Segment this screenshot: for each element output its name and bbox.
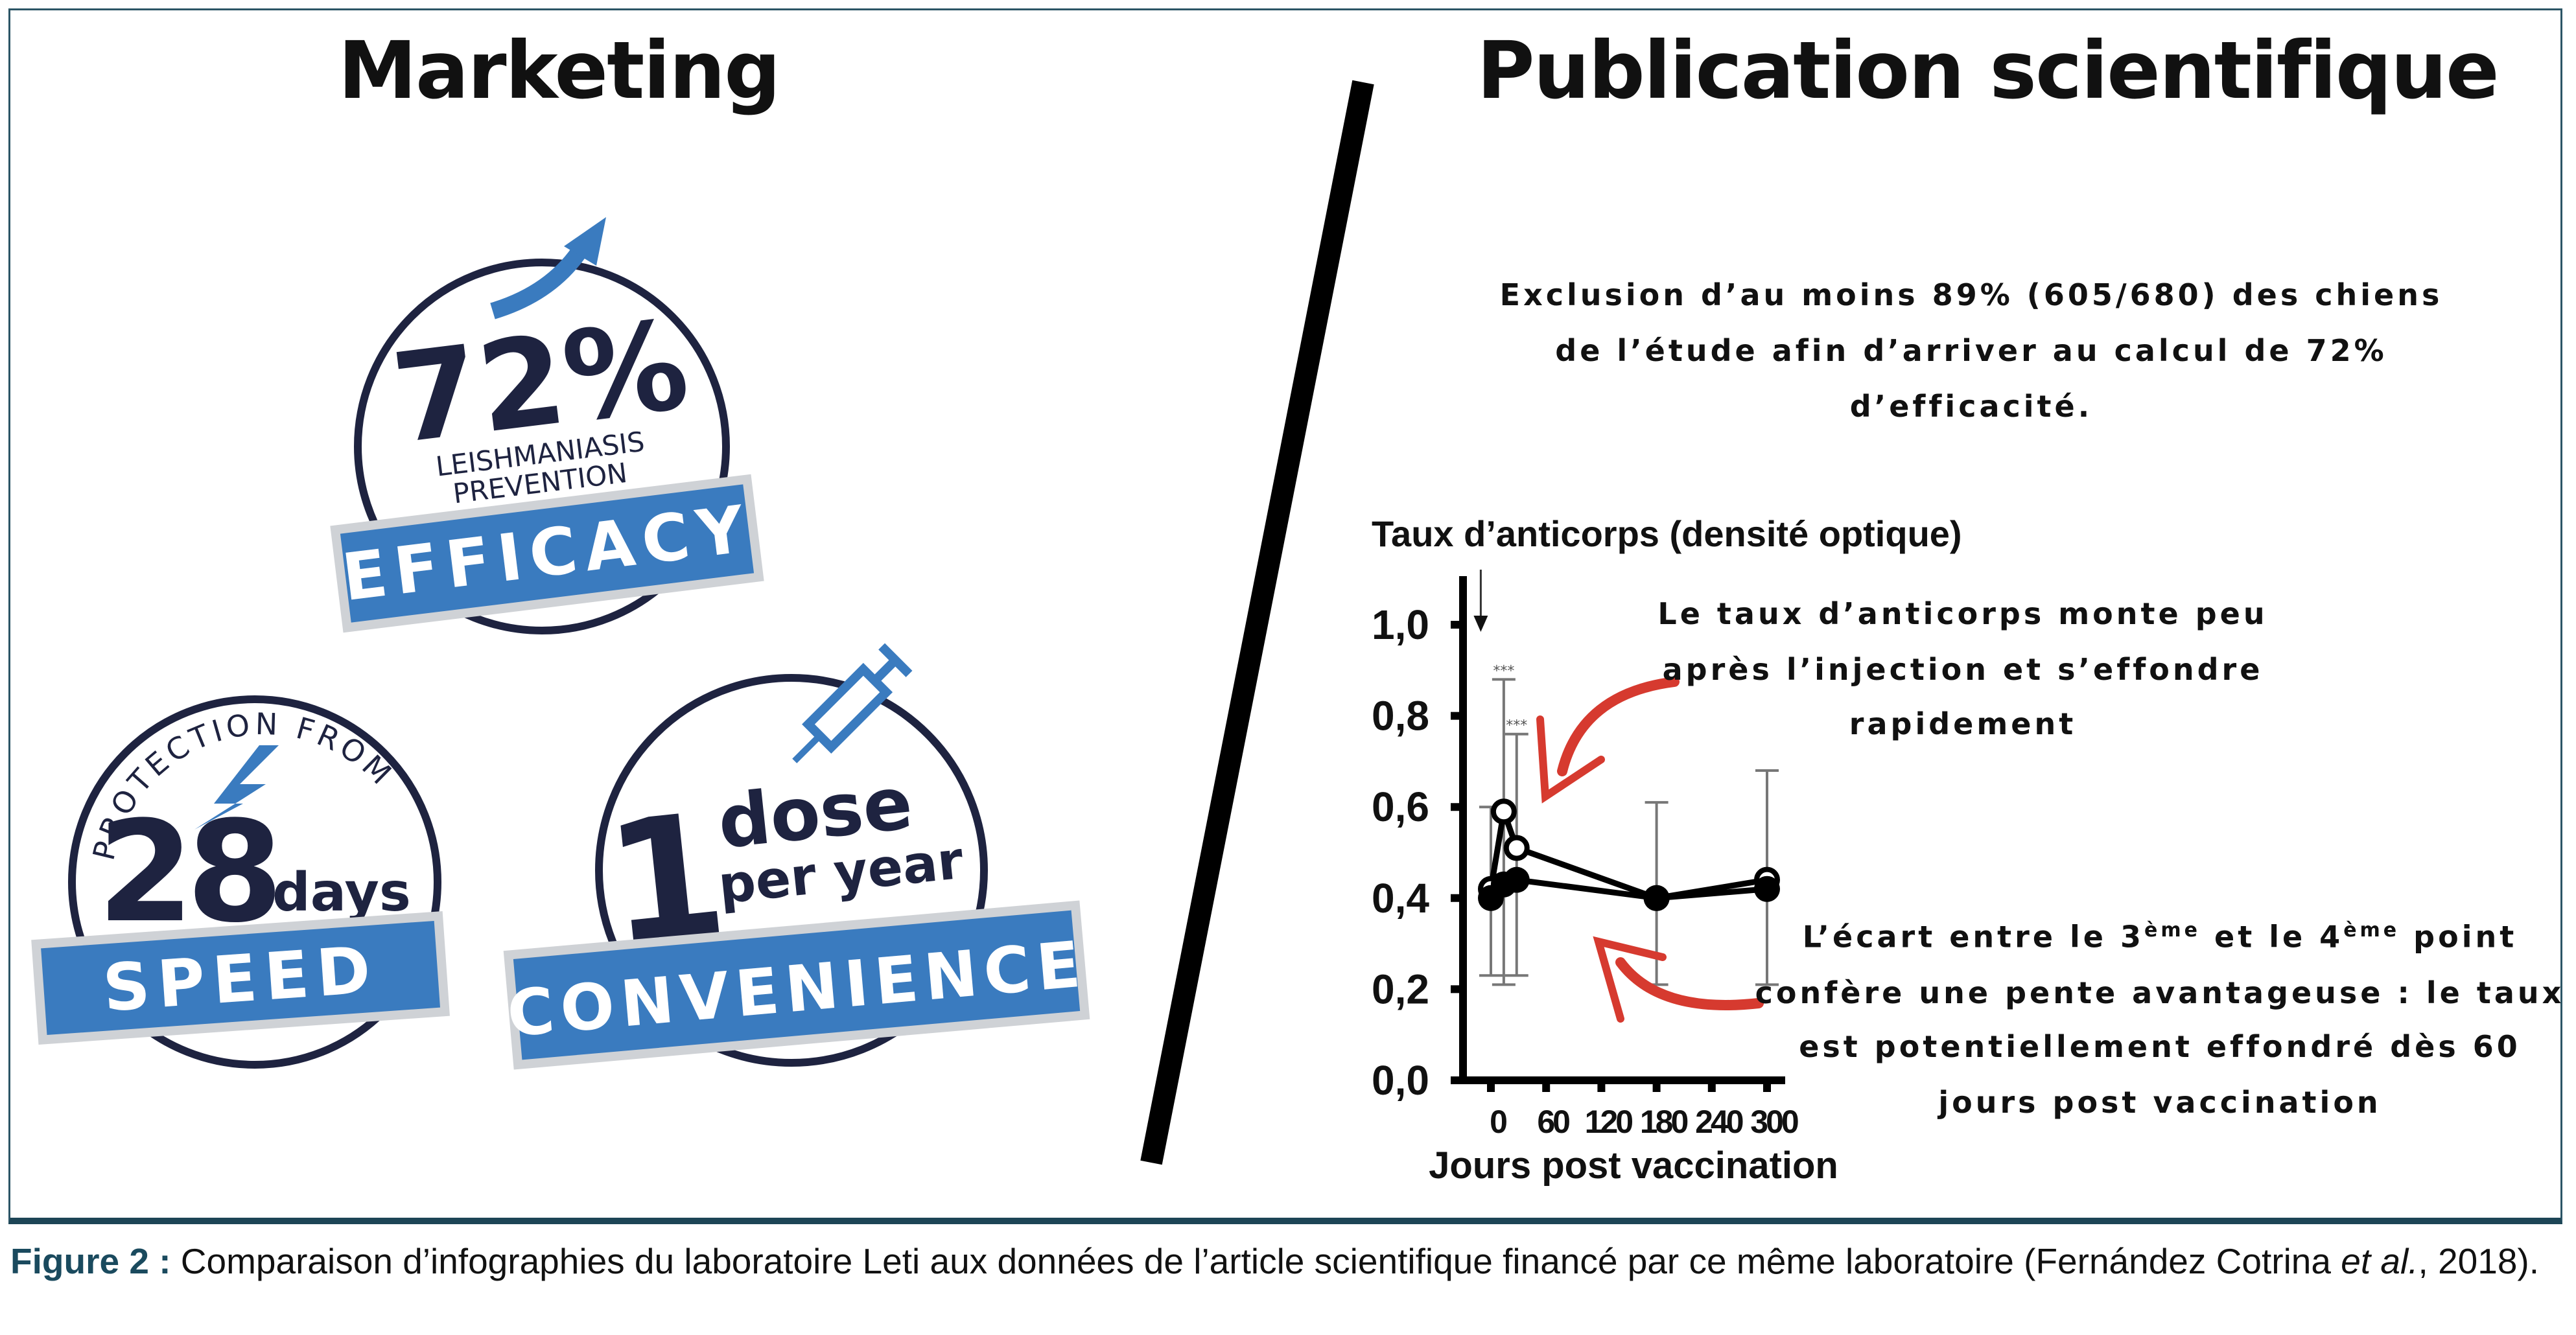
efficacy-value: 72% (386, 293, 696, 471)
rise-note-line2: après l’injection et s’effondre (1662, 652, 2264, 687)
gap-note-line4: jours post vaccination (1938, 1085, 2382, 1120)
data-point-open (1503, 835, 1530, 861)
y-tick-label: 0,6 (1372, 784, 1429, 830)
exclusion-note-line2: de l’étude afin d’arriver au calcul de 7… (1555, 333, 2387, 368)
efficacy-badge: 72% LEISHMANIASIS PREVENTION EFFICACY (330, 217, 764, 634)
x-tick-label: 240 (1695, 1104, 1743, 1140)
speed-banner (31, 911, 450, 1045)
data-point-filled (1643, 885, 1670, 911)
y-tick-label: 0,2 (1372, 966, 1429, 1012)
figure-frame (8, 8, 2562, 1224)
antibody-chart: Taux d’anticorps (densité optique) Jours… (1372, 513, 1962, 1187)
y-tick-label: 0,0 (1372, 1057, 1429, 1104)
x-tick-label: 120 (1585, 1104, 1633, 1140)
lightning-icon (194, 745, 279, 830)
significance-label: *** (1506, 718, 1527, 734)
y-tick-label: 0,8 (1372, 693, 1429, 739)
speed-unit: days (272, 862, 411, 923)
rise-note-line3: rapidement (1849, 706, 2077, 741)
chart-title: Taux d’anticorps (densité optique) (1372, 513, 1962, 554)
gap-sup: ème (2343, 919, 2400, 942)
caption-text-end: , 2018). (2418, 1241, 2540, 1281)
convenience-banner (503, 900, 1090, 1070)
gap-text: et le 4 (2200, 919, 2344, 955)
trend-arrow-icon (490, 217, 606, 319)
caption-text: Comparaison d’infographies du laboratoir… (170, 1241, 2341, 1281)
x-tick-label: 300 (1750, 1104, 1798, 1140)
exclusion-note-line3: d’efficacité. (1849, 389, 2093, 424)
x-tick-label: 60 (1537, 1104, 1569, 1140)
figure-caption: Figure 2 : Comparaison d’infographies du… (10, 1235, 2568, 1287)
caption-etal: et al. (2341, 1241, 2418, 1281)
speed-badge: PROTECTION FROM 28 days SPEED (31, 695, 450, 1069)
gap-text: L’écart entre le 3 (1802, 919, 2145, 955)
syringe-icon (792, 643, 913, 763)
data-point-filled (1503, 866, 1530, 893)
data-point-filled (1754, 876, 1780, 902)
red-arrow-rise (1536, 677, 1680, 804)
gap-text: point (2400, 919, 2518, 955)
gap-note-line1: L’écart entre le 3ème et le 4ème point (1803, 919, 2517, 954)
x-tick-label: 180 (1640, 1104, 1688, 1140)
caption-label: Figure 2 : (10, 1241, 171, 1281)
gap-note-line3: est potentiellement effondré dès 60 (1799, 1029, 2521, 1064)
exclusion-note-line1: Exclusion d’au moins 89% (605/680) des c… (1499, 277, 2443, 312)
vaccination-arrowhead-icon (1473, 616, 1488, 632)
rise-note-line1: Le taux d’anticorps monte peu (1657, 596, 2268, 631)
data-point-open (1490, 798, 1517, 825)
convenience-badge: 1 dose per year CONVENIENCE (503, 643, 1090, 1070)
convenience-line1: dose (714, 761, 917, 866)
series-line (1488, 810, 1768, 901)
heading-publication: Publication scientifique (1477, 25, 2499, 117)
efficacy-banner (330, 474, 764, 633)
x-tick-label: 0 (1490, 1104, 1506, 1140)
significance-label: *** (1493, 663, 1514, 679)
x-axis-label: Jours post vaccination (1429, 1144, 1838, 1187)
divider-slash (1140, 80, 1374, 1165)
y-tick-label: 1,0 (1372, 601, 1429, 648)
heading-marketing: Marketing (338, 25, 781, 117)
gap-note-line2: confère une pente avantageuse : le taux (1755, 975, 2565, 1010)
y-tick-label: 0,4 (1372, 875, 1429, 922)
gap-sup: ème (2144, 919, 2201, 942)
red-arrow-gap (1593, 936, 1764, 1023)
